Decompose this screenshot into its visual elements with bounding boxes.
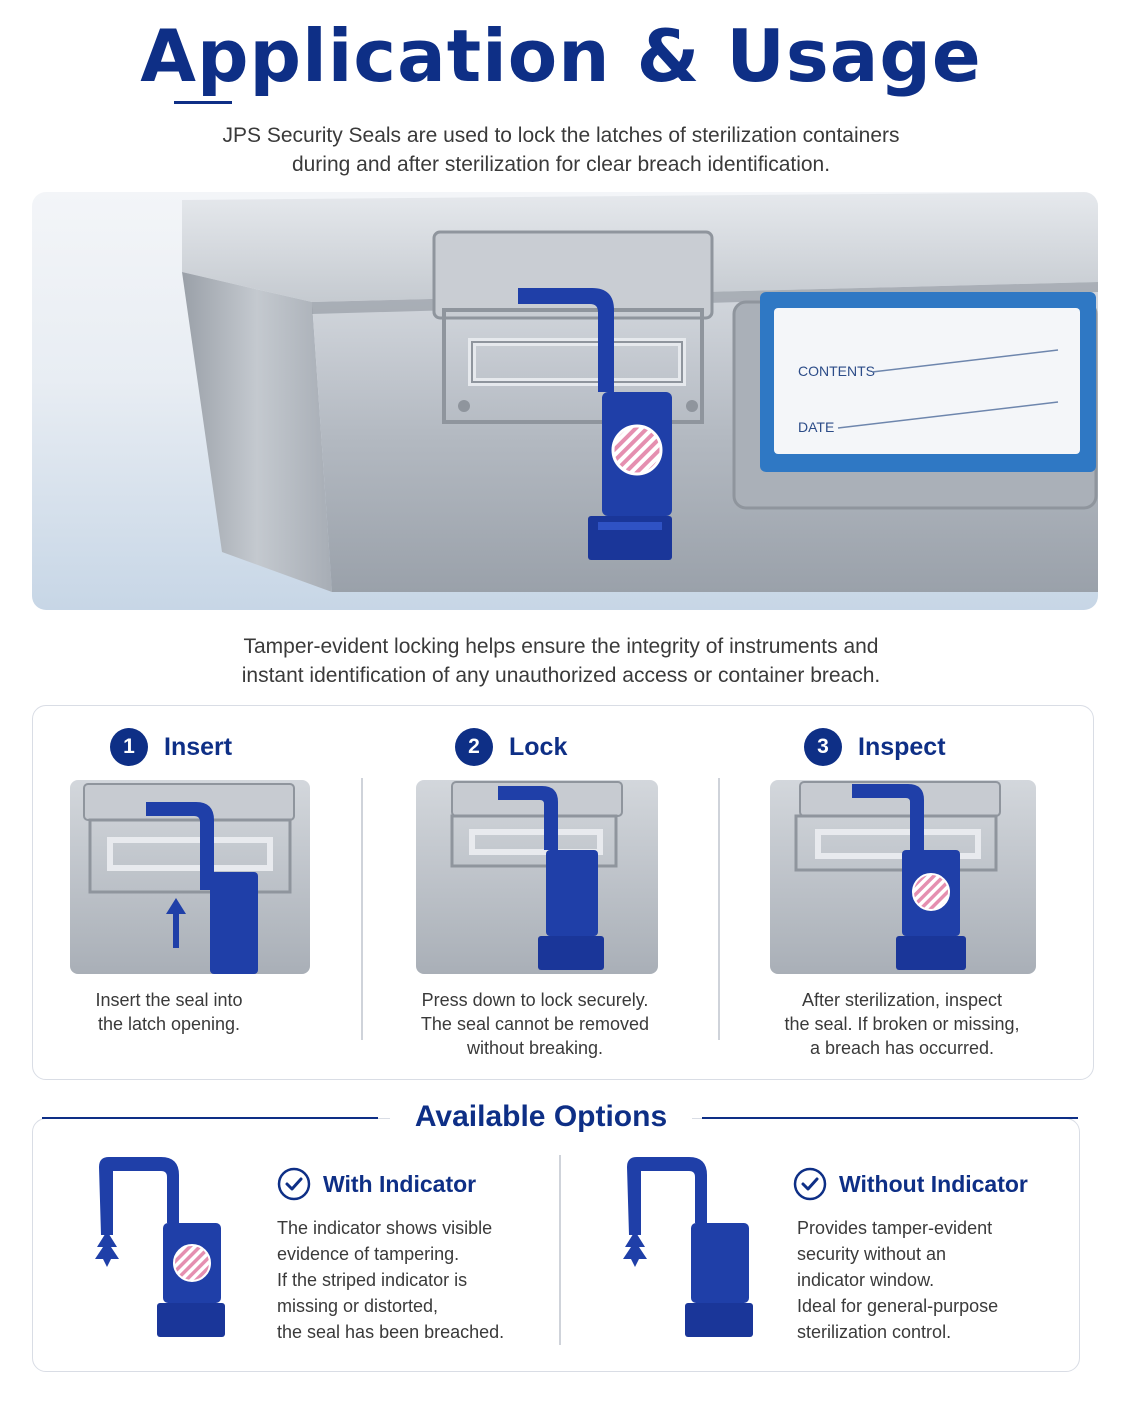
up-arrow-icon — [166, 898, 186, 948]
step-2-description: Press down to lock securely. The seal ca… — [385, 988, 685, 1060]
steps-card: 1 Insert Insert the seal into the latch … — [32, 705, 1094, 1080]
seal-without-indicator-image — [619, 1155, 759, 1346]
option-desc-line: Provides tamper-evident — [797, 1218, 993, 1238]
intro-line-2: during and after sterilization for clear… — [291, 153, 831, 176]
check-circle-icon — [793, 1167, 827, 1201]
step-divider-1 — [361, 778, 363, 1040]
step-2-image — [416, 780, 658, 974]
option-desc-line: sterilization control. — [797, 1322, 952, 1342]
seal-with-indicator-image — [91, 1155, 231, 1346]
options-divider — [559, 1155, 561, 1345]
hero-image: CONTENTS DATE — [32, 192, 1098, 610]
step-3-description: After sterilization, inspect the seal. I… — [752, 988, 1052, 1060]
check-circle-icon — [277, 1167, 311, 1201]
step-3-header: 3 Inspect — [804, 728, 946, 766]
option-without-indicator-description: Provides tamper-evident security without… — [797, 1215, 998, 1345]
option-desc-line: security without an — [797, 1244, 947, 1264]
option-without-indicator-title: Without Indicator — [839, 1170, 1028, 1197]
step-2-header: 2 Lock — [455, 728, 567, 766]
middle-line-2: instant identification of any unauthoriz… — [241, 664, 881, 687]
step-3-title: Inspect — [858, 732, 946, 761]
option-with-indicator-header: With Indicator — [277, 1167, 476, 1201]
intro-line-1: JPS Security Seals are used to lock the … — [222, 124, 900, 147]
option-desc-line: missing or distorted, — [277, 1296, 439, 1316]
step-3-image — [770, 780, 1036, 974]
option-desc-line: If the striped indicator is — [277, 1270, 468, 1290]
options-rule-left — [42, 1117, 378, 1119]
step-3-desc-line: the seal. If broken or missing, — [784, 1014, 1020, 1034]
step-1-desc-line: the latch opening. — [97, 1014, 241, 1034]
options-heading: Available Options — [390, 1100, 692, 1134]
step-3-desc-line: After sterilization, inspect — [801, 990, 1003, 1010]
step-2-desc-line: Press down to lock securely. — [421, 990, 649, 1010]
option-without-indicator-header: Without Indicator — [793, 1167, 1028, 1201]
step-3-number: 3 — [804, 728, 842, 766]
option-with-indicator-title: With Indicator — [323, 1170, 477, 1197]
step-3-desc-line: a breach has occurred. — [809, 1038, 995, 1058]
label-date: DATE — [798, 419, 834, 435]
option-desc-line: The indicator shows visible — [277, 1218, 493, 1238]
step-1-image — [70, 780, 310, 974]
middle-line-1: Tamper-evident locking helps ensure the … — [243, 635, 879, 658]
option-desc-line: indicator window. — [797, 1270, 935, 1290]
intro-text: JPS Security Seals are used to lock the … — [0, 121, 1122, 179]
step-2-desc-line: The seal cannot be removed — [420, 1014, 650, 1034]
step-2-desc-line: without breaking. — [466, 1038, 604, 1058]
option-desc-line: evidence of tampering. — [277, 1244, 460, 1264]
step-1-title: Insert — [164, 732, 233, 761]
option-with-indicator-description: The indicator shows visible evidence of … — [277, 1215, 504, 1345]
step-2-number: 2 — [455, 728, 493, 766]
step-1-description: Insert the seal into the latch opening. — [19, 988, 319, 1036]
middle-text: Tamper-evident locking helps ensure the … — [0, 632, 1122, 690]
step-1-desc-line: Insert the seal into — [95, 990, 243, 1010]
option-desc-line: the seal has been breached. — [277, 1322, 505, 1342]
title-underline — [174, 101, 232, 104]
page-title: Application & Usage — [140, 14, 982, 98]
options-card: With Indicator The indicator shows visib… — [32, 1118, 1080, 1372]
options-rule-right — [702, 1117, 1078, 1119]
step-divider-2 — [718, 778, 720, 1040]
option-desc-line: Ideal for general-purpose — [797, 1296, 999, 1316]
step-2-title: Lock — [509, 732, 568, 761]
label-contents: CONTENTS — [798, 363, 875, 379]
step-1-header: 1 Insert — [110, 728, 232, 766]
step-1-number: 1 — [110, 728, 148, 766]
